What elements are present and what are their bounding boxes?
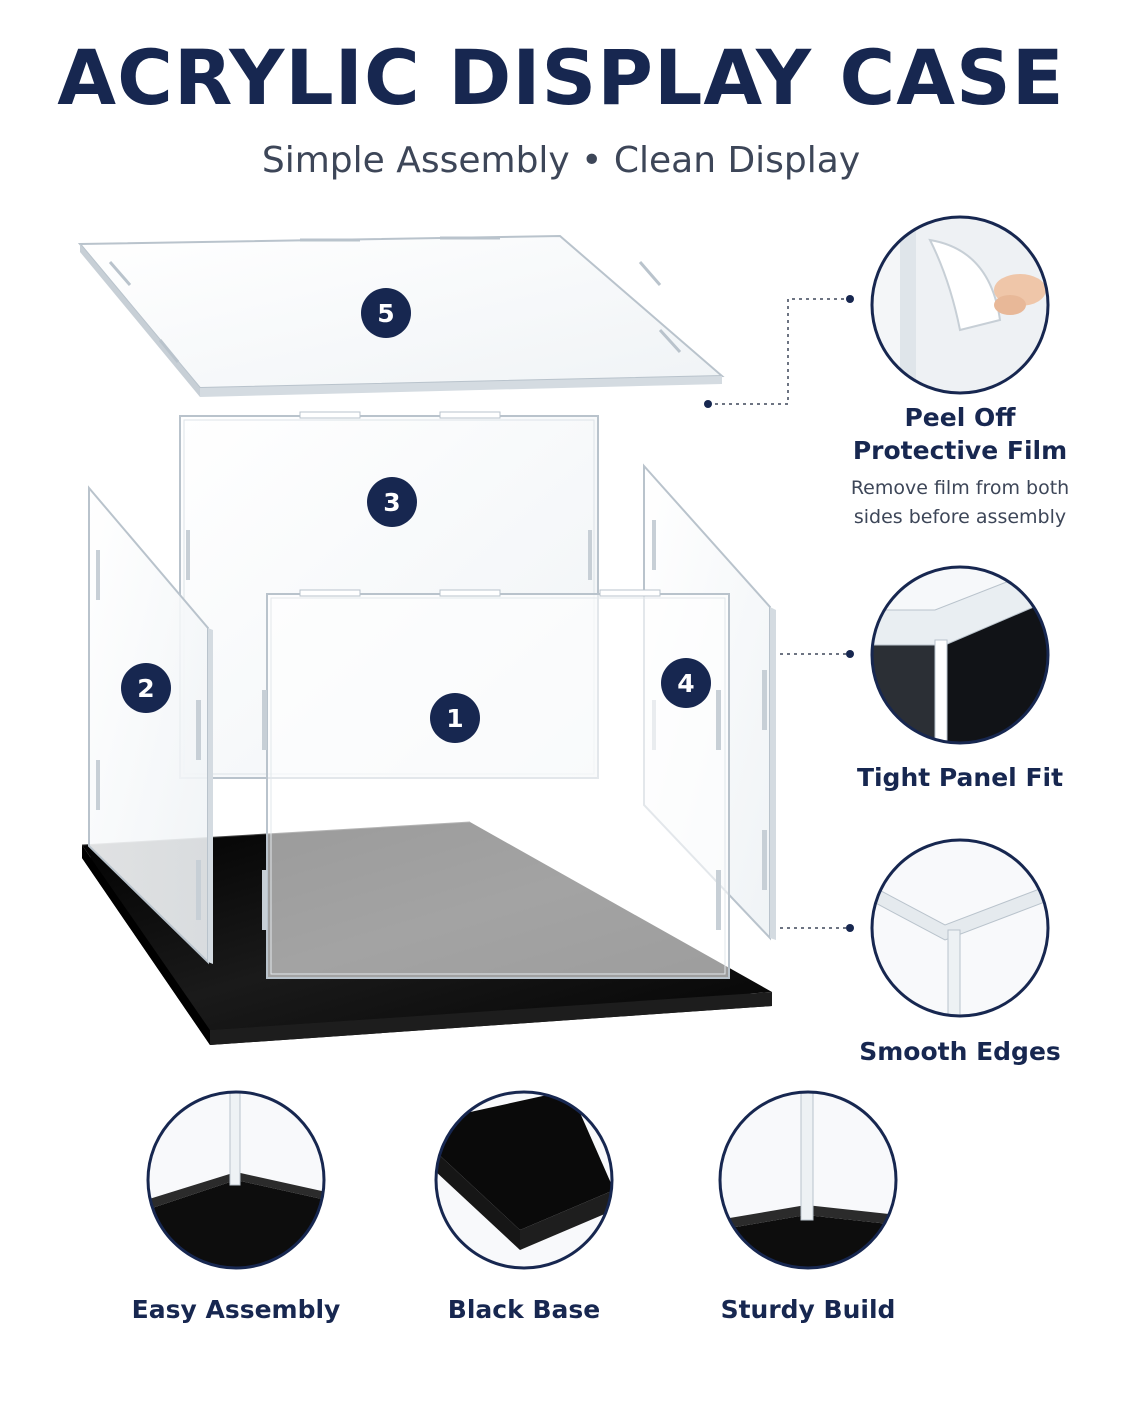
front-panel: [262, 589, 730, 979]
easy-assembly-label: Easy Assembly: [131, 1295, 341, 1324]
black-base-label: Black Base: [447, 1295, 601, 1324]
panel-1-number: 1: [446, 704, 463, 733]
peel-film-label: Peel Off Protective Film: [830, 402, 1090, 467]
peel-film-detail: [870, 215, 1050, 395]
smooth-edges-detail: [870, 838, 1050, 1018]
peel-film-label-line1: Peel Off: [904, 403, 1016, 432]
page-subtitle: Simple Assembly • Clean Display: [261, 140, 861, 181]
page-title: ACRYLIC DISPLAY CASE: [57, 33, 1065, 122]
panel-4-number: 4: [677, 669, 694, 698]
easy-assembly-detail: [146, 1090, 326, 1270]
top-panel: [77, 234, 725, 397]
left-panel: [88, 485, 213, 965]
panel-3-number: 3: [383, 488, 400, 517]
connector-lines: [708, 298, 848, 929]
panel-3-badge: 3: [367, 477, 417, 527]
panel-2-number: 2: [137, 674, 154, 703]
peel-film-caption: Remove film from both sides before assem…: [830, 474, 1090, 533]
peel-film-label-line2: Protective Film: [852, 435, 1068, 465]
panel-1-badge: 1: [430, 693, 480, 743]
peel-film-caption-line1: Remove film from both: [850, 477, 1070, 499]
tight-fit-label: Tight Panel Fit: [856, 763, 1064, 792]
smooth-edges-label: Smooth Edges: [859, 1037, 1061, 1066]
tight-fit-detail: [870, 565, 1050, 745]
black-base-detail: [434, 1090, 614, 1270]
panel-5-badge: 5: [361, 288, 411, 338]
peel-film-caption-line2: sides before assembly: [853, 506, 1067, 529]
panel-5-number: 5: [377, 299, 394, 328]
panel-2-badge: 2: [121, 663, 171, 713]
sturdy-build-label: Sturdy Build: [720, 1295, 896, 1324]
sturdy-build-detail: [718, 1090, 898, 1270]
panel-4-badge: 4: [661, 658, 711, 708]
